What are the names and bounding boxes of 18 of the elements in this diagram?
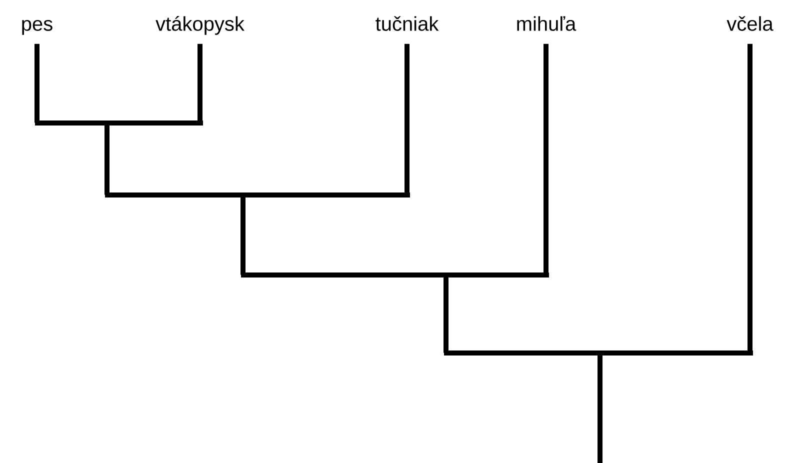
branch-line — [240, 195, 246, 275]
branch-bar — [444, 350, 753, 356]
branch-bar — [241, 272, 549, 278]
taxon-label: mihuľa — [517, 16, 576, 31]
branch-line — [404, 44, 410, 195]
branch-line — [544, 44, 548, 275]
branch-line — [748, 44, 752, 353]
taxon-label: tučniak — [376, 16, 439, 31]
branch-line — [104, 123, 110, 195]
branch-line — [598, 353, 602, 463]
branch-bar — [105, 192, 410, 198]
branch-line — [198, 44, 202, 123]
branch-line — [444, 275, 448, 353]
taxon-label: pes — [22, 20, 52, 35]
branch-line — [34, 44, 40, 123]
branch-bar — [35, 120, 203, 126]
taxon-label: vtákopysk — [156, 16, 244, 35]
taxon-label: včela — [726, 16, 774, 31]
